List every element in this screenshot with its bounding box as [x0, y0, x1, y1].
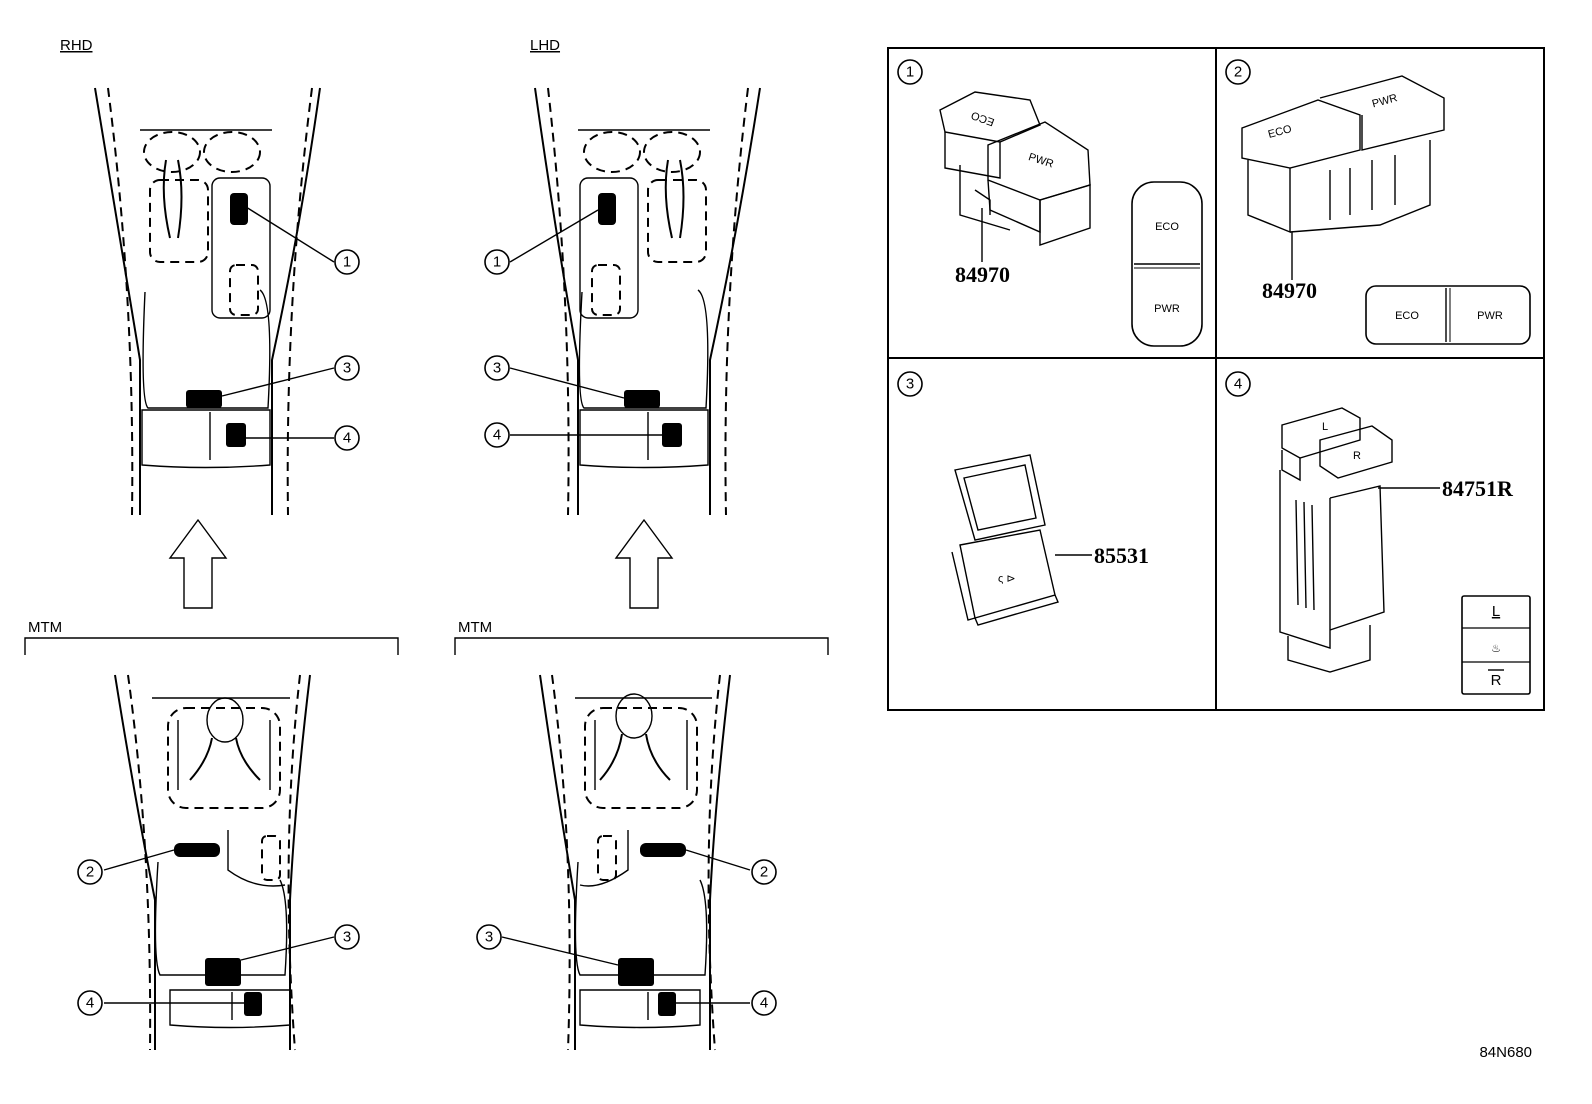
callout-2-mtm-lhd: 2: [751, 859, 777, 885]
p4-front-r: R: [1491, 672, 1502, 689]
svg-text:2: 2: [1234, 64, 1242, 81]
arrow-up-icon: [614, 518, 674, 609]
part-1-cell: 1 ECO PWR 84970 ECO PWR: [897, 59, 1203, 347]
callout-3-rhd: 3: [334, 355, 360, 381]
part-4-cell: 4 L R 84751R L ♨ R: [1225, 371, 1531, 695]
eco-pwr-switch-vertical-icon: ECO PWR: [939, 91, 1091, 262]
callout-3-mtm-rhd: 3: [334, 924, 360, 950]
svg-text:1: 1: [493, 254, 501, 271]
mtm-right-label: MTM: [458, 619, 492, 636]
p2-front-eco: ECO: [1395, 310, 1419, 322]
part-4-number: 84751R: [1442, 476, 1514, 501]
eco-pwr-switch-horizontal-icon: ECO PWR: [1241, 75, 1445, 280]
svg-text:3: 3: [493, 360, 501, 377]
svg-text:3: 3: [485, 929, 493, 946]
seat-heater-icon: ♨: [1491, 643, 1501, 655]
mtm-right-bracket: [454, 637, 829, 655]
svg-text:3: 3: [343, 929, 351, 946]
callout-1-lhd: 1: [484, 249, 510, 275]
callout-4-mtm-rhd: 4: [77, 990, 103, 1016]
callout-3-lhd: 3: [484, 355, 510, 381]
svg-text:2: 2: [760, 864, 768, 881]
svg-text:1: 1: [906, 64, 914, 81]
svg-text:3: 3: [906, 376, 914, 393]
cover-glyph: ς ⊳: [998, 573, 1016, 585]
arrow-up-icon: [168, 518, 228, 609]
part-3-number: 85531: [1094, 543, 1149, 568]
hinged-switch-cover-icon: ς ⊳: [951, 454, 1092, 626]
part-3-cell: 3 ς ⊳ 85531: [897, 371, 1149, 626]
eco-pwr-switch-front-horizontal-icon: ECO PWR: [1365, 285, 1531, 345]
p1-eco-print: ECO: [969, 108, 996, 128]
mtm-left-bracket: [24, 637, 399, 655]
svg-text:4: 4: [1234, 376, 1242, 393]
callout-4-rhd: 4: [334, 425, 360, 451]
seat-heater-switch-front-icon: L ♨ R: [1461, 595, 1531, 695]
part-1-number: 84970: [955, 262, 1010, 287]
mtm-lhd-console-view: [501, 674, 751, 1051]
diagram-code: 84N680: [1479, 1044, 1532, 1061]
eco-pwr-switch-front-icon: ECO PWR: [1131, 181, 1203, 347]
svg-text:4: 4: [343, 430, 351, 447]
rhd-console-view: RHD: [60, 37, 335, 516]
lhd-label: LHD: [530, 37, 560, 54]
part-2-callout: 2: [1225, 59, 1251, 85]
svg-text:4: 4: [760, 995, 768, 1012]
p2-front-pwr: PWR: [1477, 310, 1503, 322]
p2-pwr-print: PWR: [1371, 92, 1399, 110]
p2-eco-print: ECO: [1267, 123, 1294, 141]
rhd-label: RHD: [60, 37, 93, 54]
svg-text:1: 1: [343, 254, 351, 271]
parts-panel: [887, 47, 1545, 711]
p4-l-print: L: [1322, 421, 1328, 433]
callout-4-mtm-lhd: 4: [751, 990, 777, 1016]
svg-text:4: 4: [86, 995, 94, 1012]
p1-pwr-print: PWR: [1027, 151, 1055, 170]
lhd-console-view: LHD: [509, 37, 761, 516]
mtm-rhd-console-view: [103, 674, 335, 1051]
mtm-left-label: MTM: [28, 619, 62, 636]
svg-text:2: 2: [86, 864, 94, 881]
callout-4-lhd: 4: [484, 422, 510, 448]
part-3-callout: 3: [897, 371, 923, 397]
p1-front-pwr: PWR: [1154, 303, 1180, 315]
p4-r-print: R: [1353, 450, 1361, 462]
callout-1-rhd: 1: [334, 249, 360, 275]
p4-front-l: L: [1492, 603, 1500, 620]
svg-text:4: 4: [493, 427, 501, 444]
svg-text:3: 3: [343, 360, 351, 377]
part-2-number: 84970: [1262, 278, 1317, 303]
p1-front-eco: ECO: [1155, 221, 1179, 233]
callout-2-mtm-rhd: 2: [77, 859, 103, 885]
part-4-callout: 4: [1225, 371, 1251, 397]
part-1-callout: 1: [897, 59, 923, 85]
seat-heater-switch-icon: L R: [1279, 407, 1440, 673]
part-2-cell: 2 ECO PWR 84970 ECO PWR: [1225, 59, 1531, 345]
callout-3-mtm-lhd: 3: [476, 924, 502, 950]
